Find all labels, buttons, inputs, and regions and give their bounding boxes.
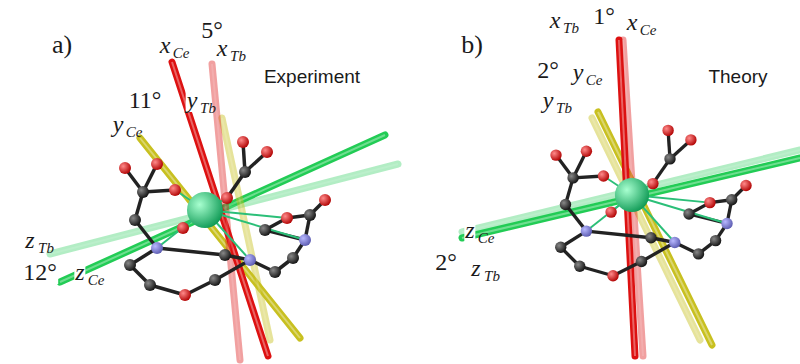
axis-subscript: Tb bbox=[199, 101, 217, 116]
atom bbox=[693, 248, 704, 259]
bond bbox=[215, 260, 250, 280]
atom bbox=[269, 266, 281, 278]
atom bbox=[187, 192, 223, 228]
atom bbox=[740, 180, 751, 191]
axis-label: x bbox=[216, 36, 229, 60]
atom bbox=[598, 170, 609, 181]
axis-label: x bbox=[626, 10, 639, 34]
atom bbox=[151, 242, 163, 254]
rod-highlight bbox=[592, 118, 700, 340]
bond bbox=[642, 243, 675, 262]
axis-label: y bbox=[542, 88, 555, 112]
angle-label: 2° bbox=[434, 250, 458, 274]
atom bbox=[287, 252, 299, 264]
atom bbox=[209, 274, 221, 286]
atom bbox=[721, 218, 732, 229]
atom bbox=[304, 209, 316, 221]
axis-label: x bbox=[549, 8, 562, 32]
angle-label: 11° bbox=[128, 88, 163, 112]
atom bbox=[169, 184, 181, 196]
bond bbox=[586, 231, 651, 238]
atom bbox=[662, 125, 673, 136]
axis-label: x bbox=[159, 33, 172, 57]
atom bbox=[726, 194, 737, 205]
bond bbox=[157, 248, 225, 255]
atom bbox=[581, 146, 592, 157]
molecule bbox=[550, 125, 751, 282]
atom bbox=[555, 242, 566, 253]
atom bbox=[137, 186, 149, 198]
atom bbox=[615, 178, 649, 212]
angle-label: a) bbox=[51, 32, 73, 58]
axis-subscript: Tb bbox=[562, 21, 580, 36]
atom bbox=[685, 134, 696, 145]
axis-subscript: Ce bbox=[477, 231, 496, 246]
axis-label: z bbox=[470, 256, 481, 280]
atom bbox=[244, 254, 256, 266]
atom bbox=[151, 158, 163, 170]
rod-highlight bbox=[172, 62, 268, 356]
atom bbox=[177, 222, 189, 234]
atom bbox=[669, 237, 680, 248]
panel-title: Theory bbox=[707, 67, 768, 86]
axis-rod bbox=[592, 118, 700, 340]
atom bbox=[550, 149, 561, 160]
rod-highlight bbox=[598, 112, 712, 345]
axis-label: y bbox=[186, 88, 199, 112]
atom bbox=[664, 153, 675, 164]
atom bbox=[219, 249, 231, 261]
angle-label: 12° bbox=[22, 260, 58, 284]
atom bbox=[567, 172, 578, 183]
atom bbox=[645, 232, 656, 243]
atom bbox=[221, 192, 233, 204]
atom bbox=[261, 146, 273, 158]
atom bbox=[683, 208, 694, 219]
atom bbox=[647, 178, 658, 189]
atom bbox=[239, 166, 251, 178]
atom bbox=[119, 162, 131, 174]
atom bbox=[144, 279, 156, 291]
atom bbox=[581, 225, 592, 236]
axis-label: z bbox=[464, 218, 475, 242]
atom bbox=[560, 199, 571, 210]
atom bbox=[299, 234, 311, 246]
axis-subscript: Ce bbox=[172, 46, 191, 61]
axis-label: z bbox=[74, 260, 85, 284]
axis-subscript: Ce bbox=[639, 23, 658, 38]
molecule bbox=[119, 136, 331, 301]
atom bbox=[636, 256, 647, 267]
axis-subscript: Tb bbox=[229, 49, 247, 64]
panel-title: Experiment bbox=[263, 67, 361, 86]
atom bbox=[281, 212, 293, 224]
atom bbox=[129, 214, 141, 226]
axis-label: z bbox=[24, 228, 35, 252]
axis-subscript: Tb bbox=[37, 241, 55, 256]
axis-label: y bbox=[112, 112, 125, 136]
atom bbox=[607, 270, 618, 281]
axis-subscript: Ce bbox=[585, 73, 604, 88]
axis-label: y bbox=[572, 60, 585, 84]
atom bbox=[710, 235, 721, 246]
axis-subscript: Tb bbox=[483, 269, 501, 284]
axis-subscript: Tb bbox=[555, 101, 573, 116]
atom bbox=[704, 197, 715, 208]
atom bbox=[124, 259, 136, 271]
angle-label: 2° bbox=[536, 58, 560, 82]
axis-subscript: Ce bbox=[87, 273, 106, 288]
axis-rod bbox=[172, 62, 268, 356]
atom bbox=[237, 136, 249, 148]
angle-label: b) bbox=[460, 32, 484, 58]
atom bbox=[259, 224, 271, 236]
axis-rod bbox=[598, 112, 712, 345]
atom bbox=[319, 194, 331, 206]
atom bbox=[605, 206, 616, 217]
atom bbox=[574, 261, 585, 272]
atom bbox=[179, 289, 191, 301]
axis-subscript: Ce bbox=[125, 125, 144, 140]
angle-label: 1° bbox=[592, 4, 616, 28]
